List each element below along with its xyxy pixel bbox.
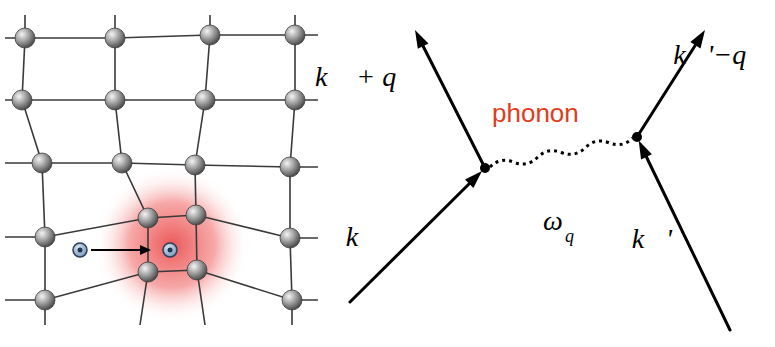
lattice-ions (12, 25, 305, 310)
frequency-subscript: q⃗ (565, 226, 588, 248)
momentum-label: k⃗'−q⃗ (673, 38, 768, 72)
polarization-cloud (94, 167, 250, 323)
electron-motion-arrow (91, 245, 151, 255)
vertex-dots (480, 132, 642, 173)
arrowheads (415, 30, 705, 188)
phonon-line (490, 138, 633, 167)
frequency-symbol: ω (543, 204, 563, 238)
momentum-label: k⃗ + q⃗ (315, 60, 418, 94)
momentum-label: k⃗' (632, 222, 672, 256)
momentum-label: k⃗ (346, 220, 380, 254)
phonon-label: phonon (492, 98, 579, 129)
electrons (73, 243, 177, 257)
lattice-bonds (5, 15, 318, 325)
